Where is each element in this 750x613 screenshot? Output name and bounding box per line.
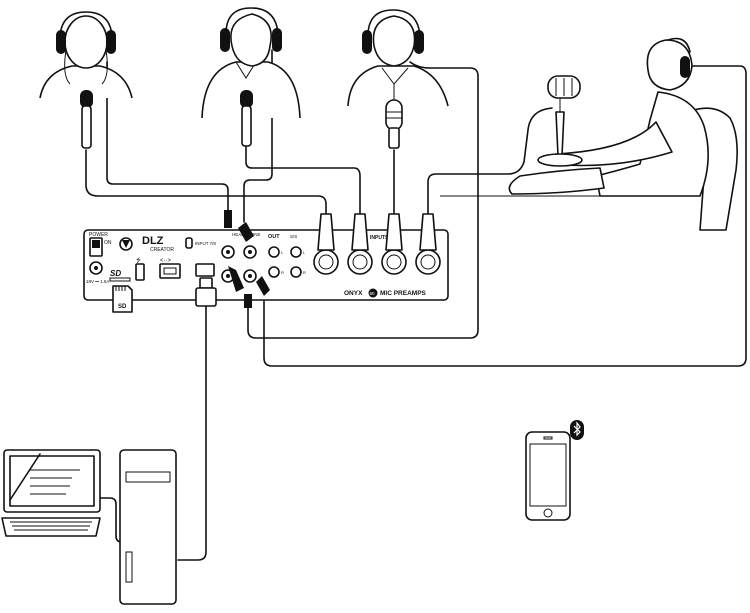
cable-usb — [177, 305, 207, 561]
brand-logo: DLZ — [142, 235, 164, 247]
handheld-mic-2-icon — [240, 90, 253, 147]
remote-guest-seated-icon — [440, 37, 738, 231]
sd-logo: SD — [110, 269, 121, 278]
input-7-8-label: INPUT 7/8 — [195, 241, 216, 246]
main-out-left[interactable] — [268, 246, 280, 258]
preamp-number: 80 — [370, 291, 376, 296]
xlr-input-2[interactable] — [347, 249, 373, 275]
smartphone-icon — [525, 431, 571, 521]
xlr-input-3[interactable] — [381, 249, 407, 275]
input-7-8-switch[interactable] — [185, 237, 193, 249]
xlr-plug-4 — [419, 213, 437, 251]
cable-mic1 — [85, 149, 327, 215]
headphone-plugs — [224, 210, 270, 308]
sub-out-left[interactable] — [290, 246, 302, 258]
cable-remote-headphones — [263, 65, 747, 367]
power-label: POWER — [89, 232, 108, 238]
bluetooth-icon — [570, 420, 584, 440]
inputs-label: INPUTS — [370, 235, 389, 241]
usb-plug-icon — [195, 277, 217, 307]
usb-port[interactable] — [135, 263, 145, 281]
usb-b-port[interactable] — [195, 263, 215, 277]
phone-plug-1 — [224, 210, 232, 228]
handheld-mic-1-icon — [80, 90, 93, 149]
cables — [85, 49, 747, 561]
host-woman-icon — [39, 11, 133, 99]
xlr-input-1[interactable] — [313, 249, 339, 275]
stand-mic-icon — [385, 99, 403, 149]
usb-symbol: ⭍ — [136, 256, 141, 264]
main-out-right[interactable] — [268, 266, 280, 278]
sub-label: S/S — [290, 234, 297, 239]
xlr-plugs — [317, 213, 437, 251]
on-label: ON — [104, 240, 112, 246]
xlr-plug-1 — [317, 213, 335, 251]
out-right-mark: R — [281, 270, 284, 275]
cable-headphone2 — [243, 49, 273, 223]
cable-headphone3 — [247, 61, 479, 339]
laptop-icon — [1, 449, 101, 537]
desk-mic-icon — [537, 75, 583, 167]
out-left-mark: L — [281, 250, 284, 255]
sub-left-mark: L — [303, 250, 306, 255]
sub-out-right[interactable] — [290, 266, 302, 278]
phone-plug-3 — [228, 266, 244, 292]
cable-mic2 — [245, 144, 361, 215]
guest-man-2-icon — [347, 9, 449, 107]
preamp-label: MIC PREAMPS — [380, 290, 427, 297]
cable-desk-mic — [427, 107, 553, 215]
xlr-plug-2 — [351, 213, 369, 251]
guest-man-icon — [201, 7, 301, 119]
model-label: CREATOR — [150, 247, 174, 253]
ethernet-port[interactable] — [159, 263, 181, 279]
preamp-brand: ONYX — [344, 290, 363, 297]
xlr-input-4[interactable] — [415, 249, 441, 275]
cable-headphone1 — [106, 61, 229, 211]
mackie-logo-icon — [119, 237, 133, 251]
network-symbol: <··> — [160, 258, 172, 264]
sub-right-mark: R — [303, 270, 306, 275]
out-label: OUT — [268, 234, 280, 240]
phone-plug-5 — [256, 276, 270, 296]
sd-card-label: SD — [118, 304, 127, 310]
dc-rating: 18V ⎓ 1.5A — [86, 279, 109, 284]
desktop-computer-icon — [119, 449, 177, 605]
phone-plug-2 — [238, 222, 254, 242]
phone-plug-4 — [244, 294, 252, 308]
xlr-plug-3 — [385, 213, 403, 251]
sd-card-icon: SD — [112, 285, 133, 313]
